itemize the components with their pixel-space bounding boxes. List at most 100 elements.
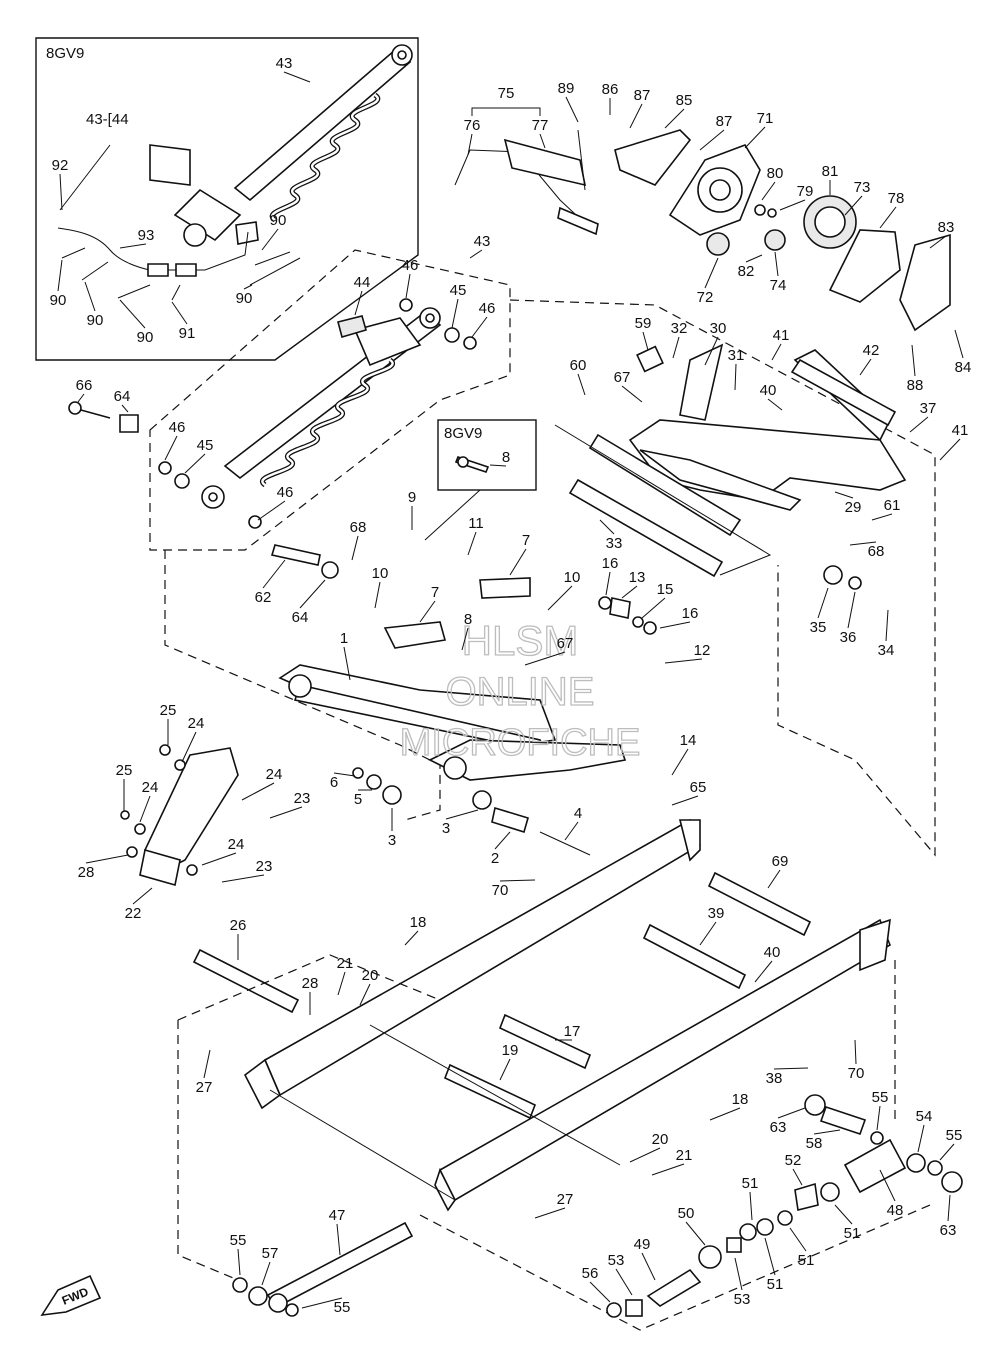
callout-89: 89 xyxy=(558,80,579,123)
callout-number: 79 xyxy=(797,183,814,200)
collar-55 xyxy=(232,1277,248,1293)
callout-21: 21 xyxy=(337,955,353,996)
callout-50: 50 xyxy=(678,1205,706,1246)
slide-rail-frame xyxy=(243,818,891,1212)
callout-4: 4 xyxy=(564,805,582,841)
callout-39: 39 xyxy=(699,905,724,946)
callout-number: 2 xyxy=(491,850,499,867)
callout-46: 46 xyxy=(471,300,495,338)
callout-19: 19 xyxy=(499,1042,518,1081)
callout-16: 16 xyxy=(659,605,699,629)
callout-49: 49 xyxy=(634,1236,656,1281)
callout-number: 16 xyxy=(682,605,699,622)
callout-70: 70 xyxy=(848,1039,864,1082)
callout-number: 24 xyxy=(188,715,205,732)
callout-number: 5 xyxy=(354,791,362,808)
gear-74 xyxy=(764,229,786,251)
collar-3 xyxy=(472,790,492,810)
washer-15 xyxy=(632,616,644,628)
callout-55: 55 xyxy=(939,1127,963,1161)
callout-number: 27 xyxy=(196,1079,213,1096)
callout-92: 92 xyxy=(52,157,68,211)
callout-15: 15 xyxy=(641,581,674,619)
callout-number: 15 xyxy=(657,581,674,598)
callout-28: 28 xyxy=(78,854,129,881)
callout-number: 3 xyxy=(388,832,396,849)
washer-16 xyxy=(598,596,612,610)
svg-text:MICROFICHE: MICROFICHE xyxy=(400,722,641,764)
callout-number: 54 xyxy=(916,1108,933,1125)
callout-number: 7 xyxy=(522,532,530,549)
front-link-22 xyxy=(120,744,239,887)
callout-60: 60 xyxy=(570,357,586,396)
callout-number: 82 xyxy=(738,263,755,280)
inset-model-tag: 8GV9 xyxy=(46,45,84,62)
stopper-7 xyxy=(479,577,531,599)
callout-number: 20 xyxy=(652,1131,669,1148)
washer-46 xyxy=(158,461,172,475)
callout-number: 36 xyxy=(840,629,857,646)
fwd-arrow-icon: FWD xyxy=(40,1274,102,1317)
callout-27: 27 xyxy=(196,1049,213,1096)
callout-number: 90 xyxy=(270,212,287,229)
callout-17: 17 xyxy=(555,1023,580,1041)
callout-24: 24 xyxy=(241,766,282,801)
collar-63 xyxy=(804,1094,826,1116)
callout-43: 43 xyxy=(276,55,311,83)
callout-68: 68 xyxy=(350,519,366,561)
callout-55: 55 xyxy=(872,1089,888,1131)
collar-55 xyxy=(927,1160,943,1176)
callout-57: 57 xyxy=(261,1245,278,1286)
callout-63: 63 xyxy=(770,1107,806,1136)
callout-90: 90 xyxy=(50,259,66,309)
callout-number: 71 xyxy=(757,110,774,127)
callout-number: 81 xyxy=(822,163,839,180)
rear-arm-frame-dashed xyxy=(509,299,936,857)
callout-85: 85 xyxy=(664,92,693,129)
callout-1: 1 xyxy=(340,630,351,681)
callout-number: 46 xyxy=(277,484,294,501)
gear-72 xyxy=(706,232,730,256)
collar-13 xyxy=(609,597,631,619)
callout-48: 48 xyxy=(879,1169,903,1219)
callout-number: 55 xyxy=(946,1127,963,1144)
callout-77: 77 xyxy=(532,117,548,149)
callout-number: 45 xyxy=(197,437,214,454)
shaft-26 xyxy=(192,948,300,1014)
callout-46: 46 xyxy=(164,419,185,461)
callout-46: 46 xyxy=(402,257,418,299)
callout-number: 27 xyxy=(557,1191,574,1208)
callout-number: 70 xyxy=(492,882,509,899)
callout-58: 58 xyxy=(806,1129,841,1152)
washer-51 xyxy=(820,1182,840,1202)
callout-24: 24 xyxy=(181,715,205,763)
callout-3: 3 xyxy=(442,809,479,837)
callout-number: 34 xyxy=(878,642,895,659)
callout-number: 75 xyxy=(498,85,515,102)
callout-10: 10 xyxy=(547,569,580,611)
callout-number: 64 xyxy=(292,609,309,626)
collar-62 xyxy=(270,544,321,566)
callout-number: 76 xyxy=(464,117,481,134)
stopper-7 xyxy=(383,621,447,649)
callout-number: 33 xyxy=(606,535,623,552)
shaft-69 xyxy=(707,871,812,937)
callout-number: 9 xyxy=(408,489,416,506)
callout-number: 68 xyxy=(868,543,885,560)
callout-number: 85 xyxy=(676,92,693,109)
collar-64 xyxy=(119,414,139,433)
callout-90: 90 xyxy=(84,281,103,329)
callout-45: 45 xyxy=(450,282,466,329)
callout-number: 20 xyxy=(362,967,379,984)
callout-46: 46 xyxy=(257,484,294,521)
combo-label: 43-[44 xyxy=(86,111,129,128)
callout-number: 23 xyxy=(294,790,311,807)
callout-78: 78 xyxy=(879,190,904,229)
callout-31: 31 xyxy=(728,347,744,391)
callout-84: 84 xyxy=(954,329,971,376)
inset-mid-model-tag: 8GV9 xyxy=(444,425,482,442)
callout-64: 64 xyxy=(292,579,326,626)
